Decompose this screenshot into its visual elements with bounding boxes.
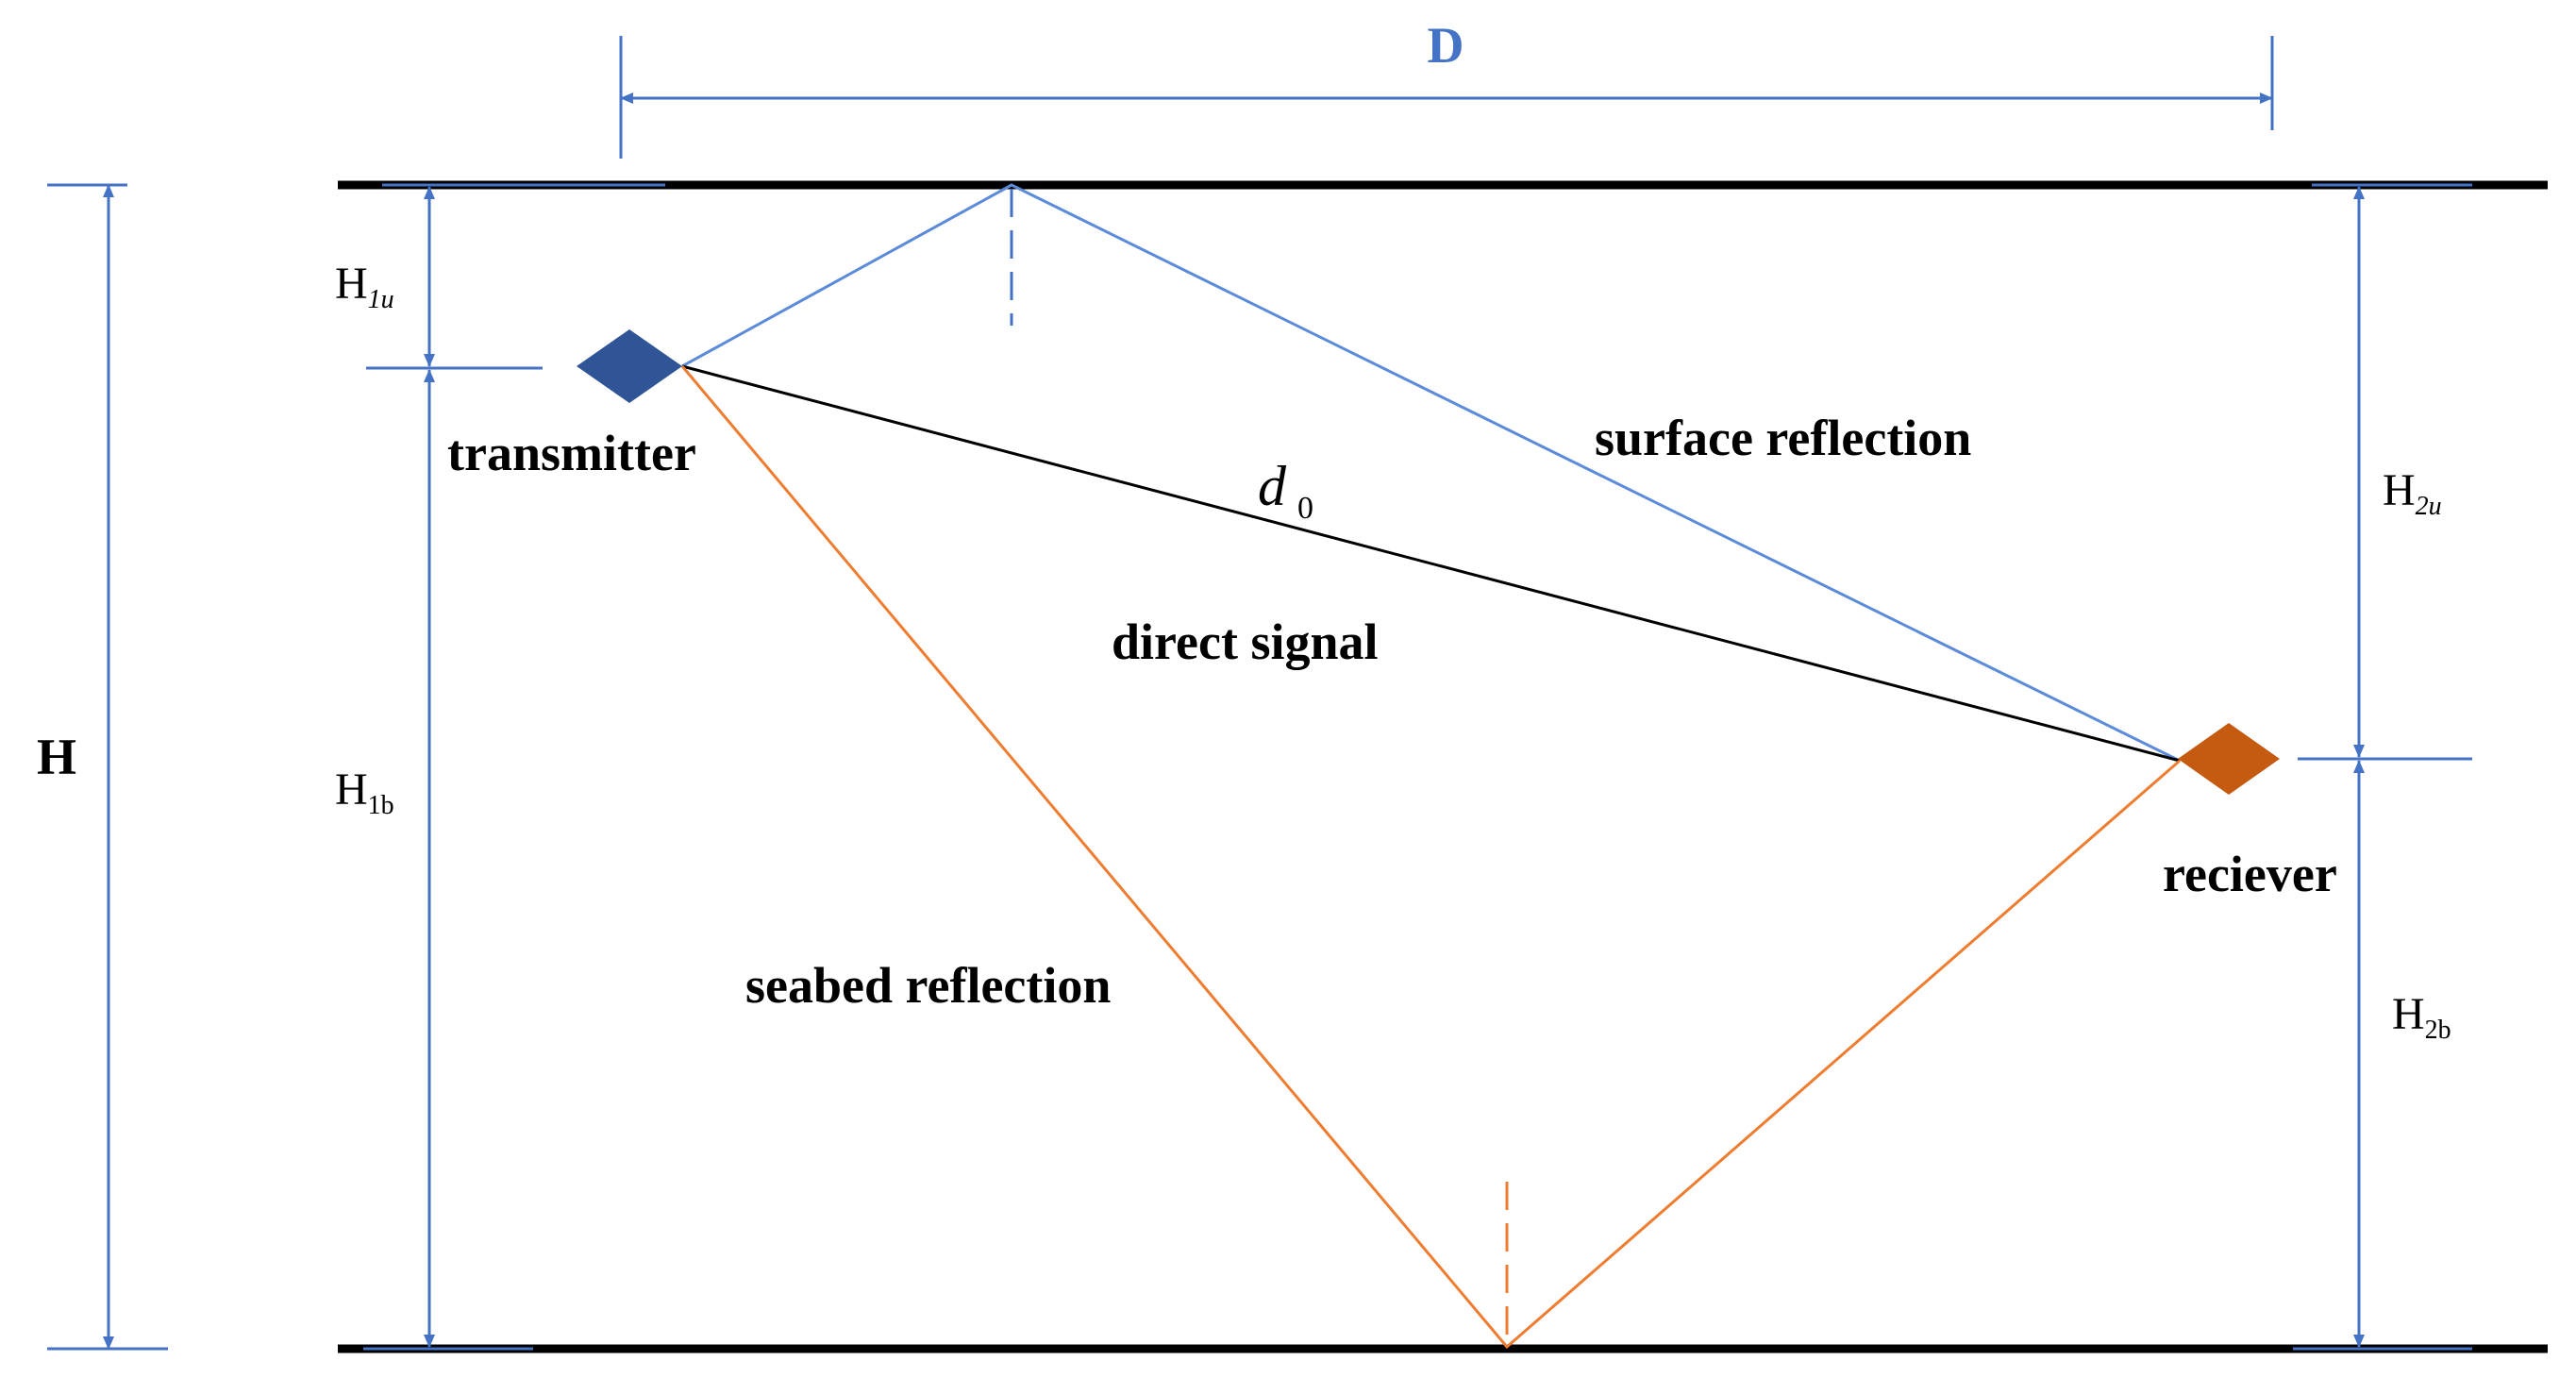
h1u-label: H1u	[335, 259, 394, 314]
surface-reflection-label: surface reflection	[1595, 410, 1971, 466]
receiver-marker	[2178, 723, 2280, 795]
transmitter-label: transmitter	[447, 425, 696, 481]
direct-signal-path	[681, 364, 2181, 763]
h2u-label: H2u	[2383, 465, 2442, 521]
h-label: H	[37, 729, 76, 785]
surface-reflection-path	[681, 183, 2181, 763]
d-label: D	[1428, 17, 1464, 74]
transmitter-marker	[577, 329, 682, 403]
receiver-label: reciever	[2163, 846, 2337, 902]
direct-signal-label: direct signal	[1112, 613, 1379, 670]
h1b-label: H1b	[335, 765, 394, 820]
h2b-label: H2b	[2392, 989, 2451, 1045]
seabed-reflection-label: seabed reflection	[745, 957, 1111, 1014]
seabed-reflection-path	[680, 365, 2181, 1350]
